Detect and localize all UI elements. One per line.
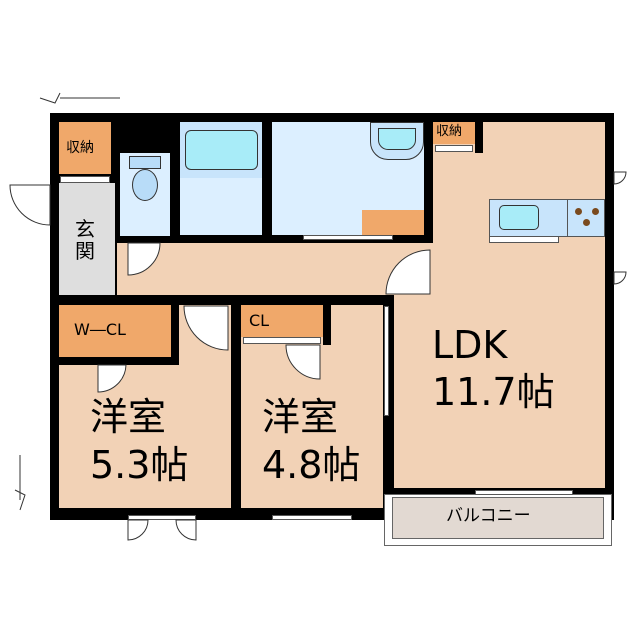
cl-wall — [323, 305, 331, 345]
counter-edge — [489, 236, 559, 243]
sliding-door-washroom — [303, 235, 393, 240]
wcl-label: W―CL — [74, 320, 126, 339]
cl-door — [243, 337, 321, 344]
stove — [567, 199, 605, 237]
burner-2 — [592, 208, 599, 215]
wcl-wall — [59, 357, 179, 365]
bathtub — [185, 130, 258, 170]
wcl — [59, 305, 171, 357]
storage-entrance-door — [60, 176, 110, 183]
window-ldk-balcony — [475, 490, 573, 495]
burner-1 — [575, 208, 582, 215]
balcony — [392, 497, 604, 539]
washbasin-bowl — [378, 128, 416, 150]
ldk-label: LDK — [432, 323, 508, 367]
western-room-2-label: 洋室 — [262, 395, 339, 439]
window-western-1 — [128, 515, 196, 520]
storage-ldk-wall — [475, 122, 483, 153]
washing-machine-space — [362, 210, 424, 235]
hallway — [117, 243, 433, 295]
balcony-label: バルコニー — [446, 506, 531, 526]
storage-entrance-label: 収納 — [66, 140, 94, 156]
sliding-door-ldk — [384, 306, 389, 416]
western-room-1-size: 5.3帖 — [90, 443, 189, 487]
ldk-lower — [394, 295, 605, 488]
storage-ldk — [433, 122, 475, 144]
wcl-wall-side — [171, 305, 179, 365]
entrance — [59, 183, 115, 295]
toilet-bowl — [132, 169, 158, 201]
storage-entrance — [59, 122, 111, 174]
window-western-2 — [272, 515, 352, 520]
cl-label: CL — [249, 311, 270, 330]
burner-3 — [583, 219, 590, 226]
cl — [241, 305, 323, 337]
ldk-size: 11.7帖 — [432, 370, 555, 414]
storage-ldk-label: 収納 — [436, 124, 463, 139]
storage-ldk-door — [435, 145, 473, 152]
western-room-1-label: 洋室 — [90, 395, 167, 439]
western-room-2-size: 4.8帖 — [262, 443, 361, 487]
toilet-tank — [129, 156, 161, 169]
kitchen-sink — [499, 205, 539, 230]
entrance-label: 玄関 — [75, 217, 95, 263]
